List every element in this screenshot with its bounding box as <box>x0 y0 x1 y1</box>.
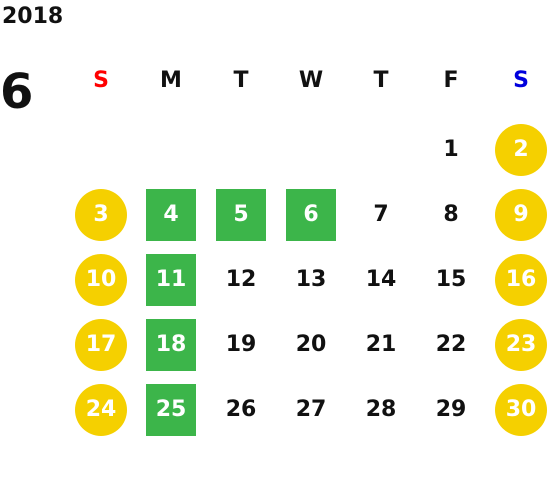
day-cell[interactable]: 20 <box>295 332 327 357</box>
day-cell[interactable]: 25 <box>146 384 196 436</box>
weekday-header: T <box>373 68 389 93</box>
weekday-header: M <box>160 68 182 93</box>
day-cell[interactable]: 15 <box>435 267 467 292</box>
day-cell[interactable]: 9 <box>495 189 547 241</box>
day-cell[interactable]: 26 <box>225 397 257 422</box>
day-cell[interactable]: 24 <box>75 384 127 436</box>
day-cell[interactable]: 19 <box>225 332 257 357</box>
weekday-header: S <box>93 68 109 93</box>
day-cell[interactable]: 11 <box>146 254 196 306</box>
day-cell[interactable]: 13 <box>295 267 327 292</box>
day-cell[interactable]: 18 <box>146 319 196 371</box>
day-cell[interactable]: 29 <box>435 397 467 422</box>
weekday-header: F <box>443 68 459 93</box>
day-cell[interactable]: 16 <box>495 254 547 306</box>
day-cell[interactable]: 7 <box>373 202 389 227</box>
day-cell[interactable]: 1 <box>443 137 459 162</box>
day-cell[interactable]: 30 <box>495 384 547 436</box>
weekday-header: T <box>233 68 249 93</box>
month-label: 6 <box>0 64 34 120</box>
day-cell[interactable]: 28 <box>365 397 397 422</box>
day-cell[interactable]: 5 <box>216 189 266 241</box>
day-cell[interactable]: 14 <box>365 267 397 292</box>
year-label: 2018 <box>2 4 64 29</box>
day-cell[interactable]: 4 <box>146 189 196 241</box>
day-cell[interactable]: 10 <box>75 254 127 306</box>
day-cell[interactable]: 2 <box>495 124 547 176</box>
day-cell[interactable]: 8 <box>443 202 459 227</box>
day-cell[interactable]: 22 <box>435 332 467 357</box>
weekday-header: S <box>513 68 529 93</box>
day-cell[interactable]: 3 <box>75 189 127 241</box>
day-cell[interactable]: 17 <box>75 319 127 371</box>
day-cell[interactable]: 6 <box>286 189 336 241</box>
weekday-header: W <box>298 68 324 93</box>
day-cell[interactable]: 21 <box>365 332 397 357</box>
day-cell[interactable]: 23 <box>495 319 547 371</box>
day-cell[interactable]: 27 <box>295 397 327 422</box>
day-cell[interactable]: 12 <box>225 267 257 292</box>
